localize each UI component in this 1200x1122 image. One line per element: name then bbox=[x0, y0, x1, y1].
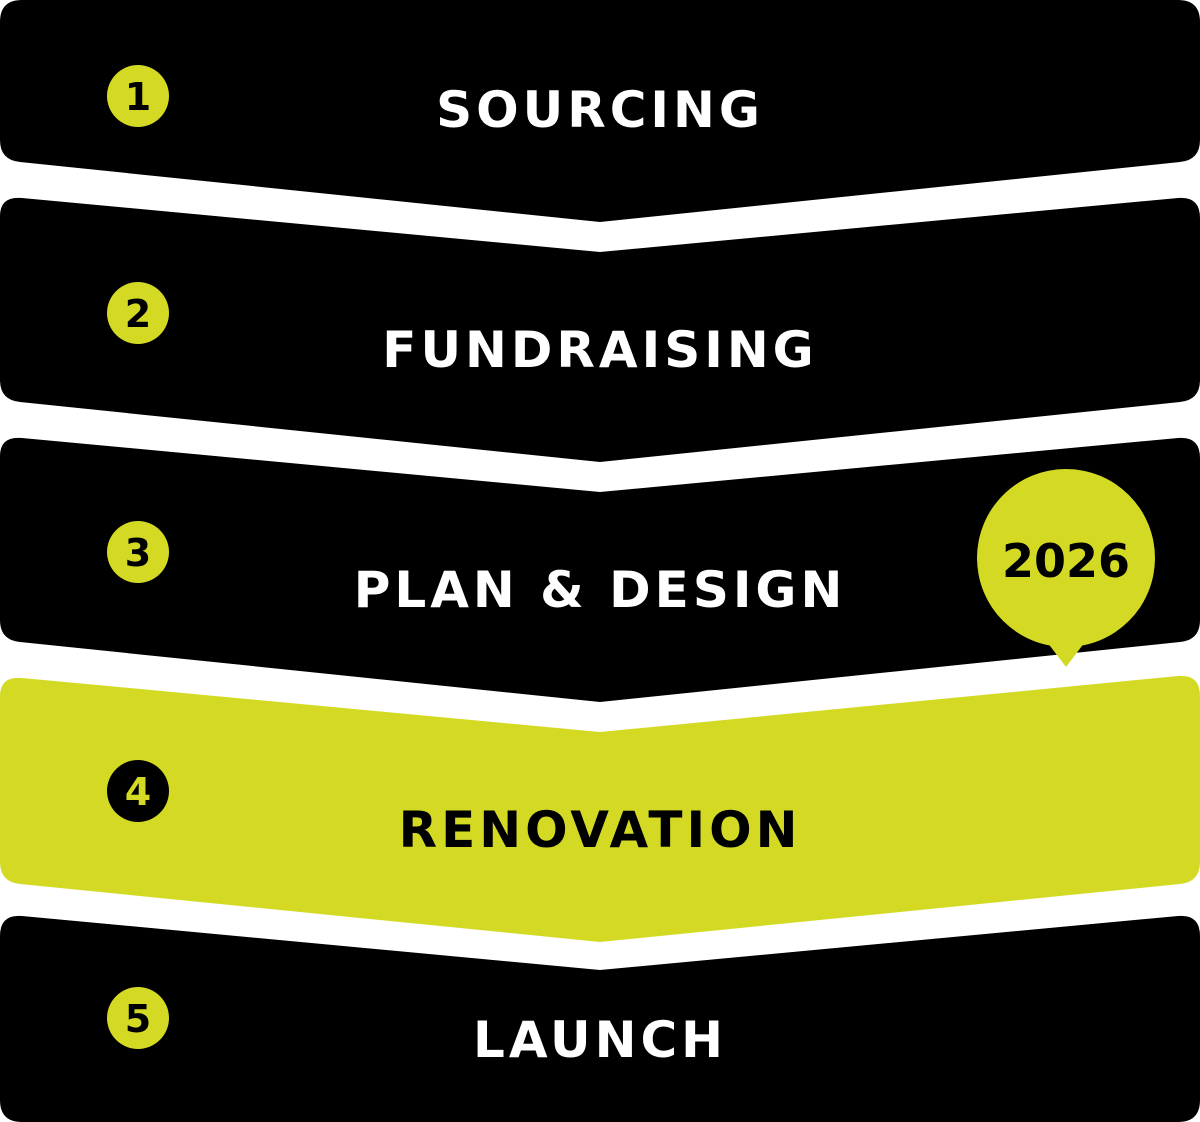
step-5-number: 5 bbox=[125, 997, 151, 1041]
step-3-title: PLAN & DESIGN bbox=[354, 561, 847, 619]
step-4-title: RENOVATION bbox=[399, 801, 802, 859]
step-4-number: 4 bbox=[125, 770, 151, 814]
step-2-number: 2 bbox=[125, 292, 151, 336]
step-5-title: LAUNCH bbox=[473, 1011, 727, 1069]
step-1-title: SOURCING bbox=[436, 81, 764, 139]
step-3-number-badge bbox=[107, 521, 169, 583]
year-callout-bubble bbox=[977, 469, 1155, 647]
step-4-shape bbox=[0, 675, 1200, 942]
step-3-number: 3 bbox=[125, 531, 151, 575]
step-1-shape bbox=[0, 0, 1200, 222]
year-callout-text: 2026 bbox=[1002, 534, 1130, 588]
step-3-shape bbox=[0, 437, 1200, 702]
step-2: 2 FUNDRAISING bbox=[0, 197, 1200, 462]
step-2-shape bbox=[0, 197, 1200, 462]
year-callout: 2026 bbox=[977, 469, 1155, 667]
step-2-title: FUNDRAISING bbox=[382, 321, 817, 379]
step-3: 3 PLAN & DESIGN bbox=[0, 437, 1200, 702]
step-4-number-badge bbox=[107, 760, 169, 822]
step-1-number: 1 bbox=[125, 75, 151, 119]
step-1-number-badge bbox=[107, 65, 169, 127]
step-4: 4 RENOVATION bbox=[0, 675, 1200, 942]
step-2-number-badge bbox=[107, 282, 169, 344]
step-1: 1 SOURCING bbox=[0, 0, 1200, 222]
step-5-shape bbox=[0, 915, 1200, 1122]
step-5-number-badge bbox=[107, 987, 169, 1049]
step-5: 5 LAUNCH bbox=[0, 915, 1200, 1122]
year-callout-pointer bbox=[1044, 638, 1088, 667]
